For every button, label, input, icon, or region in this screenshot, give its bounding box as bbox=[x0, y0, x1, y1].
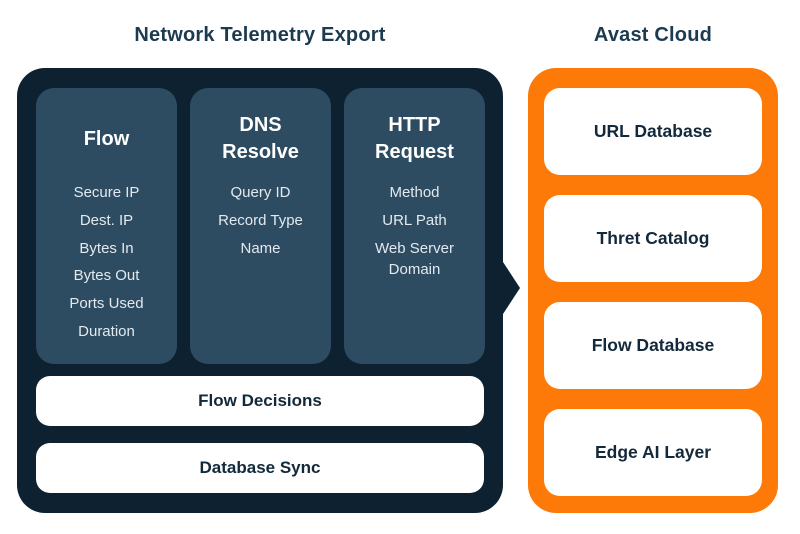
cloud-box-url-database: URL Database bbox=[544, 88, 762, 175]
cloud-box-thret-catalog: Thret Catalog bbox=[544, 195, 762, 282]
flow-item-ports-used: Ports Used bbox=[69, 295, 144, 312]
flow-item-bytes-out: Bytes Out bbox=[73, 267, 140, 285]
cloud-box-label: Edge AI Layer bbox=[594, 442, 712, 462]
cloud-panel: URL Database Thret Catalog Flow Database… bbox=[528, 68, 778, 513]
flow-item-bytes-in: Bytes In bbox=[79, 239, 134, 257]
dns-resolve-column-heading: DNS Resolve bbox=[222, 114, 299, 163]
cloud-box-label: Thret Catalog bbox=[596, 228, 710, 248]
dns-item-record-type: Record Type bbox=[218, 211, 303, 229]
dns-item-name: Name bbox=[240, 239, 281, 257]
flow-column-heading: Flow bbox=[83, 127, 130, 150]
dns-item-query-id: Query ID bbox=[230, 184, 291, 201]
database-sync-bar: Database Sync bbox=[36, 443, 484, 493]
database-sync-bar-label: Database Sync bbox=[199, 458, 321, 477]
cloud-box-edge-ai-layer: Edge AI Layer bbox=[544, 409, 762, 496]
flow-decisions-bar-label: Flow Decisions bbox=[198, 391, 322, 410]
telemetry-panel: Flow Secure IP Dest. IP Bytes In Bytes O… bbox=[17, 68, 520, 513]
connector-arrow-icon bbox=[503, 262, 520, 314]
cloud-box-label: URL Database bbox=[593, 121, 713, 141]
flow-item-secure-ip: Secure IP bbox=[73, 184, 140, 201]
dns-resolve-column: DNS Resolve Query ID Record Type Name bbox=[190, 88, 331, 364]
cloud-box-label: Flow Database bbox=[591, 335, 715, 355]
flow-column: Flow Secure IP Dest. IP Bytes In Bytes O… bbox=[36, 88, 177, 364]
http-request-column-heading: HTTP Request bbox=[375, 114, 454, 163]
cloud-panel-title: Avast Cloud bbox=[593, 24, 713, 46]
http-item-web-server-domain: Web Server Domain bbox=[375, 239, 454, 279]
http-request-column: HTTP Request Method URL Path Web Server … bbox=[344, 88, 485, 364]
flow-decisions-bar: Flow Decisions bbox=[36, 376, 484, 426]
flow-item-duration: Duration bbox=[78, 322, 135, 340]
flow-item-dest-ip: Dest. IP bbox=[79, 211, 134, 229]
telemetry-panel-title: Network Telemetry Export bbox=[134, 24, 386, 46]
cloud-box-flow-database: Flow Database bbox=[544, 302, 762, 389]
http-item-method: Method bbox=[389, 184, 440, 201]
http-item-url-path: URL Path bbox=[382, 211, 447, 229]
